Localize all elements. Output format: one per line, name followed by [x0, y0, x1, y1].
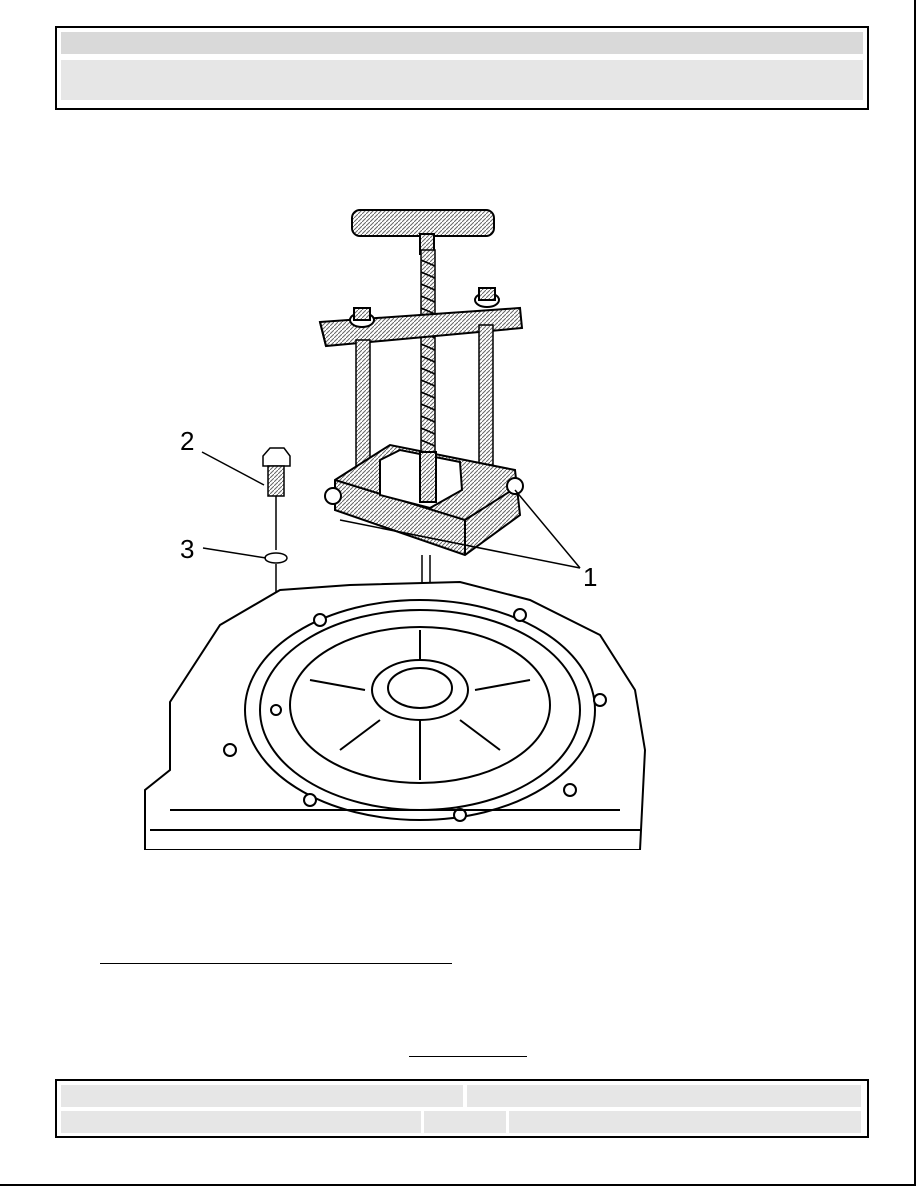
footer-box	[55, 1079, 869, 1138]
leader-2	[201, 451, 265, 486]
header-box	[55, 26, 869, 110]
footer-cell	[61, 1111, 421, 1133]
leader-3	[202, 547, 267, 559]
illustration-svg: 2 3 1	[144, 209, 647, 850]
footer-cell	[424, 1111, 506, 1133]
header-title-bar	[61, 32, 863, 54]
puller-body	[324, 443, 524, 557]
washer	[264, 552, 288, 564]
header-subtitle-bar	[61, 60, 863, 100]
leader-1b	[339, 519, 581, 569]
pump-housing	[144, 580, 647, 850]
callout-leaders	[201, 451, 581, 569]
footer-cell	[61, 1085, 463, 1107]
divider-line-short	[409, 1056, 527, 1057]
tool-illustration: 2 3 1	[130, 190, 670, 850]
divider-line	[100, 963, 452, 964]
bolt	[262, 447, 291, 550]
upper-crossbar	[318, 287, 524, 348]
t-handle	[351, 209, 495, 255]
footer-cell	[509, 1111, 861, 1133]
callout-3: 3	[180, 534, 194, 564]
callout-2: 2	[180, 426, 194, 456]
footer-cell	[467, 1085, 861, 1107]
leader-1a	[514, 489, 581, 569]
callout-1: 1	[583, 562, 597, 592]
